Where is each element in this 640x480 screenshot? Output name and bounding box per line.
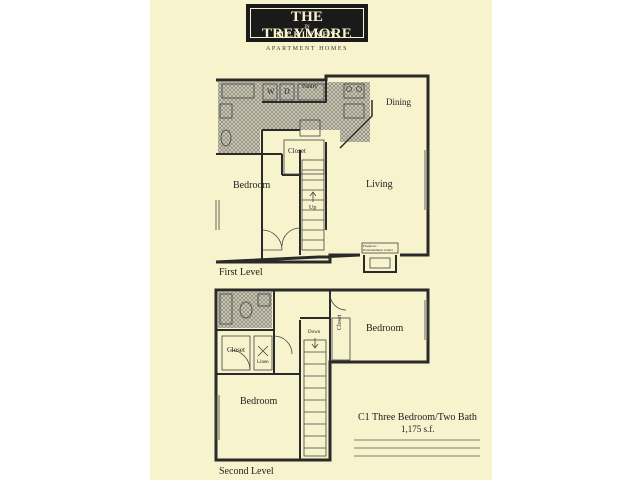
living-label: Living: [366, 179, 393, 190]
second-level-label: Second Level: [219, 466, 274, 477]
second-sink: [257, 293, 271, 307]
first-level-label: First Level: [219, 267, 263, 278]
pantry: [297, 83, 325, 101]
dining-label: Dining: [386, 97, 412, 107]
first-bathtub: [221, 83, 255, 99]
range: [343, 83, 365, 99]
logo-connector: IN: [304, 25, 310, 30]
second-bathtub: [219, 293, 233, 325]
kitchen-sink: [343, 103, 365, 119]
logo-tagline: APARTMENT HOMES: [265, 46, 349, 52]
second-bath-tile: [218, 292, 272, 328]
pantry-label: Pantry: [302, 84, 318, 90]
second-closet-right: [331, 317, 351, 361]
washer: [262, 83, 278, 101]
logo-location: MCKINNEY: [276, 30, 338, 39]
linen-label: Linen: [257, 360, 269, 365]
fireplace-hearth: [369, 257, 391, 269]
dryer: [279, 83, 295, 101]
unit-area: 1,175 s.f.: [401, 424, 435, 434]
first-level-plan: [215, 74, 430, 273]
first-closet: [283, 139, 325, 175]
second-closet-left-label: Closet: [227, 346, 245, 354]
refrigerator: [299, 119, 321, 137]
unit-plan-name: C1 Three Bedroom/Two Bath: [358, 412, 477, 423]
stair-up-label: Up: [309, 205, 317, 211]
treymore-logo: THE TREYMORE IN MCKINNEY: [246, 4, 368, 42]
linen-closet: [253, 335, 273, 371]
dryer-label: D: [284, 87, 290, 96]
second-level-plan: [214, 288, 480, 462]
first-stairs: [301, 159, 325, 251]
second-closet-right-label: Closet: [337, 314, 343, 330]
stair-down-label: Down: [308, 330, 321, 335]
logo-name: THE TREYMORE: [262, 9, 352, 42]
second-toilet: [239, 301, 253, 319]
second-bedroom-right-label: Bedroom: [366, 323, 404, 334]
first-closet-label: Closet: [288, 147, 306, 155]
signature-lines: [354, 439, 480, 457]
first-toilet: [220, 129, 232, 147]
washer-label: W: [267, 87, 275, 96]
first-sink: [219, 103, 233, 119]
logo-inner-border: [250, 8, 364, 38]
fireplace-cabinet: [361, 242, 399, 254]
fireplace-label: Fireplace / Entertainment Center: [363, 244, 394, 252]
second-stairs: [303, 338, 327, 457]
second-closet-left: [221, 335, 251, 371]
second-bedroom-left-label: Bedroom: [240, 396, 278, 407]
first-bedroom-label: Bedroom: [233, 180, 271, 191]
